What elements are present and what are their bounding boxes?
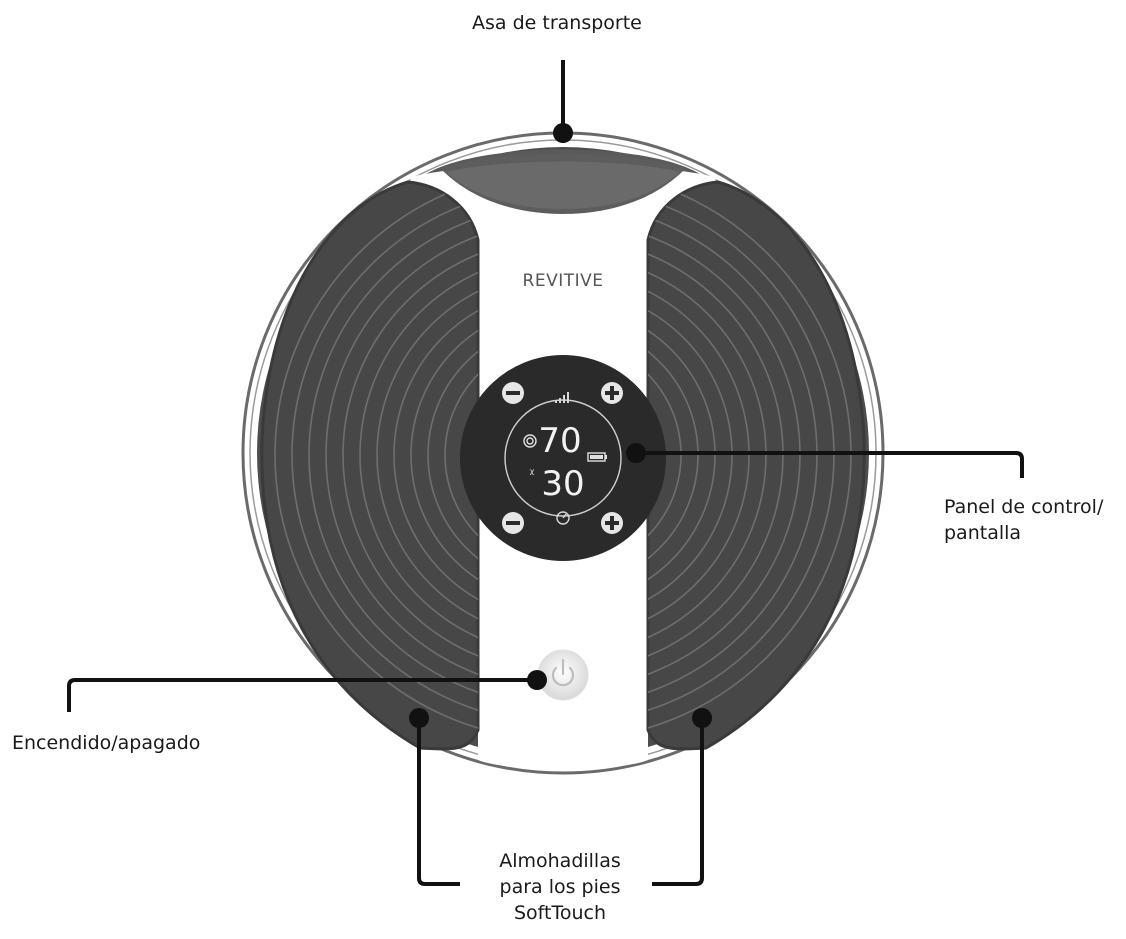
callout-power (67, 670, 547, 712)
label-foot-pads-line-3: SoftTouch (513, 902, 607, 924)
time-minus-button[interactable] (502, 512, 524, 534)
label-foot-pads: Almohadillas para los pies SoftTouch (460, 848, 660, 926)
label-foot-pads-line-1: Almohadillas (499, 850, 621, 872)
label-control-panel: Panel de control/ pantalla (944, 494, 1103, 546)
label-control-panel-line-2: pantalla (944, 522, 1022, 544)
intensity-plus-button[interactable] (601, 382, 623, 404)
label-carry-handle: Asa de transporte (472, 12, 642, 34)
intensity-minus-button[interactable] (502, 382, 524, 404)
time-plus-button[interactable] (601, 512, 623, 534)
label-control-panel-line-1: Panel de control/ (944, 496, 1104, 518)
callout-pads (409, 708, 712, 886)
power-button[interactable] (537, 649, 589, 701)
spiral-icon (523, 434, 537, 448)
label-power: Encendido/apagado (12, 732, 201, 754)
timer-icon (556, 511, 570, 525)
left-foot-pad (260, 180, 480, 751)
intensity-readout: 70 (538, 421, 581, 461)
brand-logo: REVITIVE (523, 271, 604, 291)
callout-panel (626, 443, 1024, 478)
callout-handle (553, 60, 573, 143)
battery-icon (587, 452, 607, 462)
label-foot-pads-line-2: para los pies (499, 876, 621, 898)
mode-glyph-icon: ᵡ (530, 467, 535, 482)
power-icon (551, 658, 575, 687)
control-panel: 70 ᵡ 30 (460, 355, 666, 561)
time-readout: 30 (541, 464, 584, 504)
signal-bars-icon (555, 392, 569, 403)
